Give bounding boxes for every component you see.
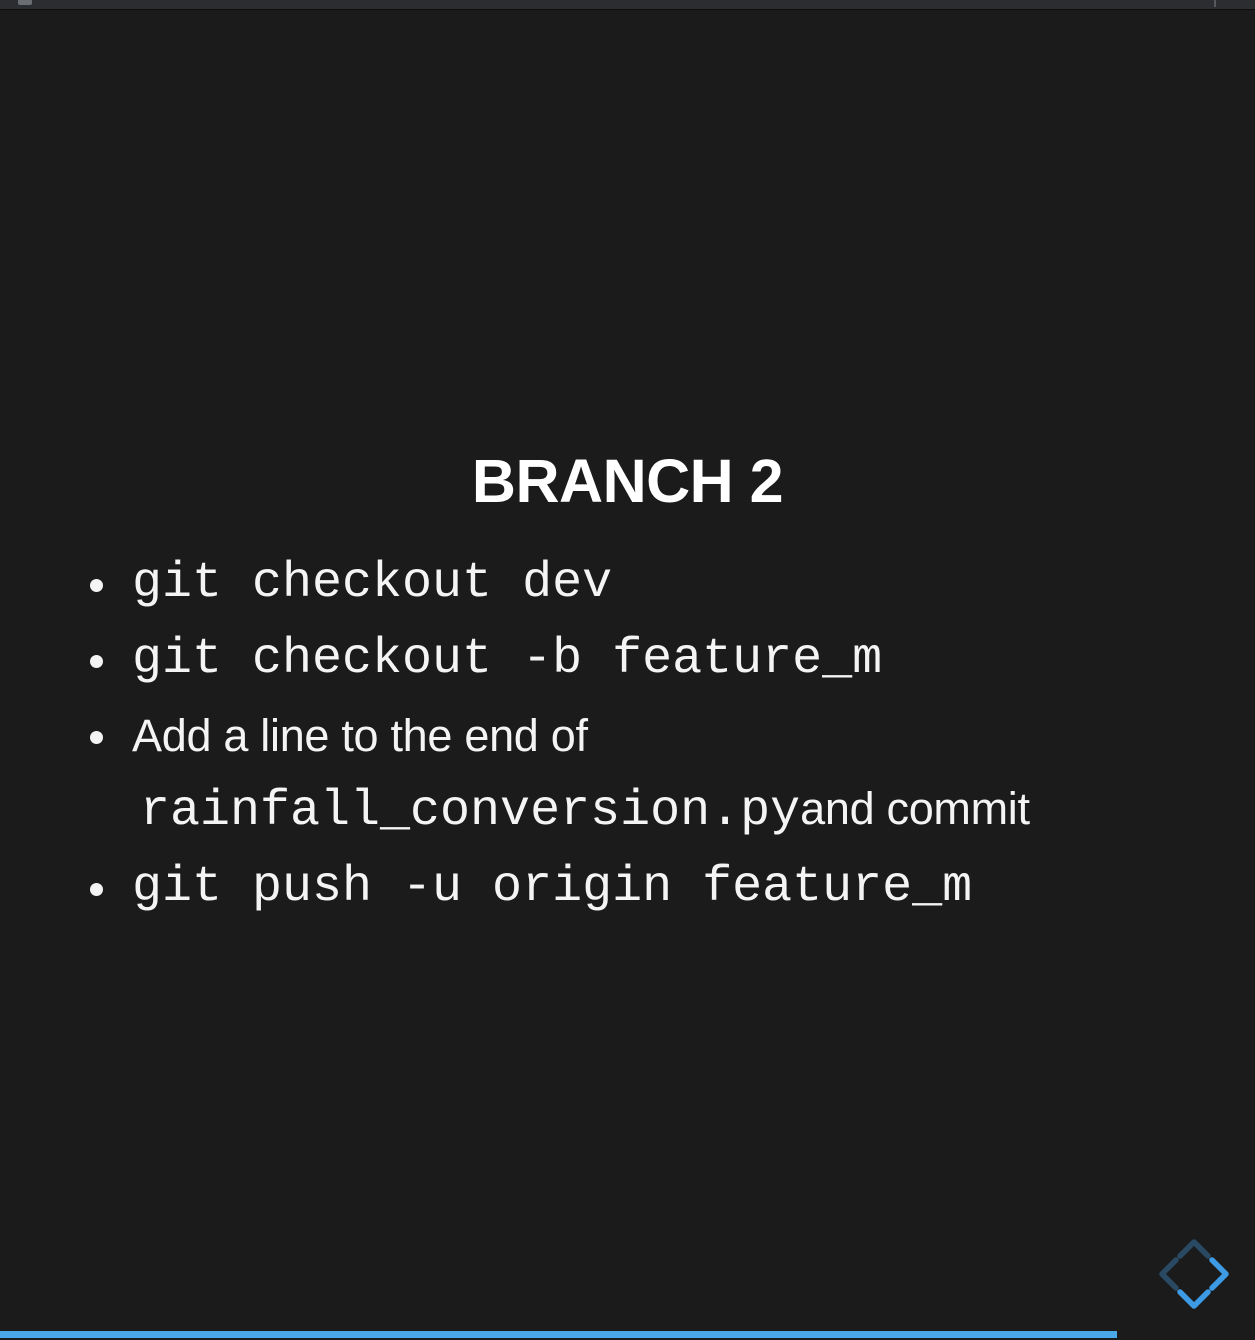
bullet-text-checkout-dev: git checkout dev [132,555,613,612]
four-way-navigation-control[interactable] [1148,1228,1240,1320]
window-drag-handle[interactable] [18,0,32,5]
top-chrome-bar [0,0,1255,10]
list-item: git checkout dev [78,549,1198,619]
chevron-down-icon[interactable] [1177,1289,1211,1309]
bullet-text-and-commit: and commit [800,783,1030,834]
chevron-up-icon[interactable] [1177,1239,1211,1259]
chevron-left-icon[interactable] [1159,1257,1179,1291]
window-edge-tick [1214,0,1216,7]
chevron-right-icon[interactable] [1209,1257,1229,1291]
bullet-text-push-feature: git push -u origin feature_m [132,859,973,916]
bullet-text-add-line: Add a line to the end of [132,710,588,761]
list-item: git push -u origin feature_m [78,853,1198,923]
slide-title: BRANCH 2 [471,447,784,515]
slide-content: BRANCH 2 git checkout dev git checkout -… [0,9,1255,1331]
bullet-text-checkout-feature: git checkout -b feature_m [132,631,883,688]
progress-bar-track[interactable] [0,1331,1255,1340]
bullet-text-filename: rainfall_conversion.py [140,783,801,840]
list-item: git checkout -b feature_m [78,625,1198,695]
bullet-list: git checkout dev git checkout -b feature… [78,549,1198,929]
progress-bar-fill [0,1331,1117,1338]
list-item: Add a line to the end of rainfall_conver… [78,701,1198,847]
